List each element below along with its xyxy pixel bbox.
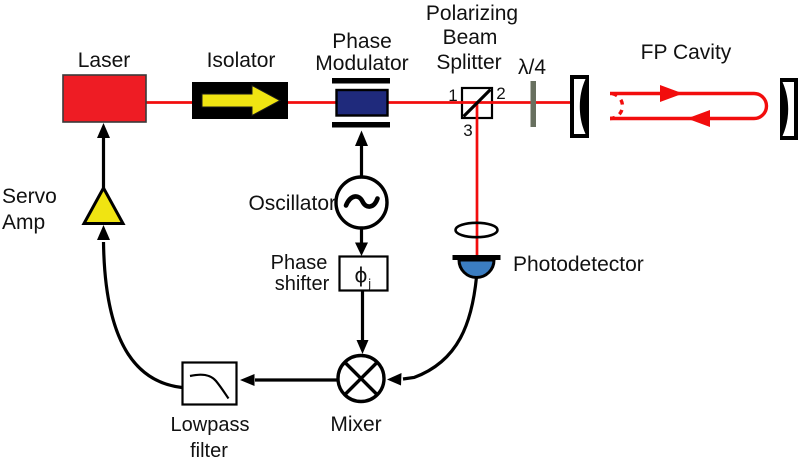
lowpass-filter-label-line2: filter	[190, 440, 228, 462]
cavity-mirror-left-face	[574, 79, 586, 134]
pbs-diagonal	[462, 88, 492, 118]
pbs-label-line1: Polarizing	[426, 2, 518, 25]
phase-shifter-symbol: ϕ	[354, 263, 367, 287]
lowpass-filter-label-line1: Lowpass	[171, 414, 250, 436]
mixer-label: Mixer	[330, 413, 381, 436]
laser-box	[62, 74, 147, 123]
pbs-port-3-label: 3	[463, 121, 472, 140]
cavity-mirror-right-face	[782, 82, 794, 136]
phase-shifter-label-line2: shifter	[275, 273, 330, 295]
sine-wave-icon	[343, 194, 380, 209]
cavity-arrow-forward	[660, 85, 683, 102]
servo-amp-label-line1: Servo	[2, 185, 57, 208]
pbs-label-line2: Beam	[443, 26, 498, 49]
arrow-into-servo	[97, 225, 110, 240]
quarter-waveplate-label: λ/4	[518, 56, 546, 79]
photodetector-window	[452, 255, 501, 260]
cavity-loop-right-turn	[753, 91, 769, 121]
mixer-cross-line-2	[343, 361, 379, 396]
wire-photodetector-to-mixer	[402, 276, 479, 381]
pbs-label-line3: Splitter	[436, 51, 501, 74]
pbs-port-2-label: 2	[496, 84, 505, 103]
cavity-mirror-left	[570, 75, 589, 138]
arrow-into-lowpass	[240, 374, 255, 386]
arrow-into-shifter	[355, 242, 368, 256]
cavity-mirror-right	[780, 78, 798, 140]
servo-amp-label-line2: Amp	[2, 211, 45, 234]
arrow-into-modulator	[355, 130, 368, 146]
oscillator-label: Oscillator	[248, 192, 336, 215]
modulator-plate-top	[332, 78, 390, 84]
phase-modulator-label-line1: Phase	[332, 30, 392, 53]
isolator-label: Isolator	[207, 49, 276, 72]
arrow-into-mixer-right	[387, 373, 402, 386]
phase-modulator-label-line2: Modulator	[315, 52, 408, 75]
laser-label: Laser	[78, 49, 131, 72]
mixer-cross-icon	[343, 361, 379, 396]
phase-shifter-symbol-subscript: j	[367, 277, 371, 291]
phase-shifter-label-line1: Phase	[271, 252, 328, 274]
isolator-arrow-icon	[201, 84, 282, 117]
cavity-arrow-return	[687, 110, 710, 127]
arrow-into-laser	[97, 123, 110, 138]
wire-lowpass-to-servo	[101, 241, 183, 390]
pbs-port-1-label: 1	[448, 86, 457, 105]
photodetector-dome	[457, 258, 496, 279]
arrow-into-mixer-top	[356, 340, 369, 354]
servo-amp-triangle	[81, 184, 126, 225]
quarter-waveplate-icon	[530, 81, 536, 127]
photodetector-label: Photodetector	[513, 253, 644, 276]
fp-cavity-label: FP Cavity	[641, 41, 732, 64]
lowpass-response-icon	[189, 373, 230, 400]
modulator-crystal	[335, 88, 389, 117]
lowpass-filter-box	[181, 361, 238, 406]
lens-icon	[454, 221, 499, 239]
cavity-loop-left-dashed	[609, 91, 625, 121]
modulator-plate-bottom	[332, 122, 390, 128]
